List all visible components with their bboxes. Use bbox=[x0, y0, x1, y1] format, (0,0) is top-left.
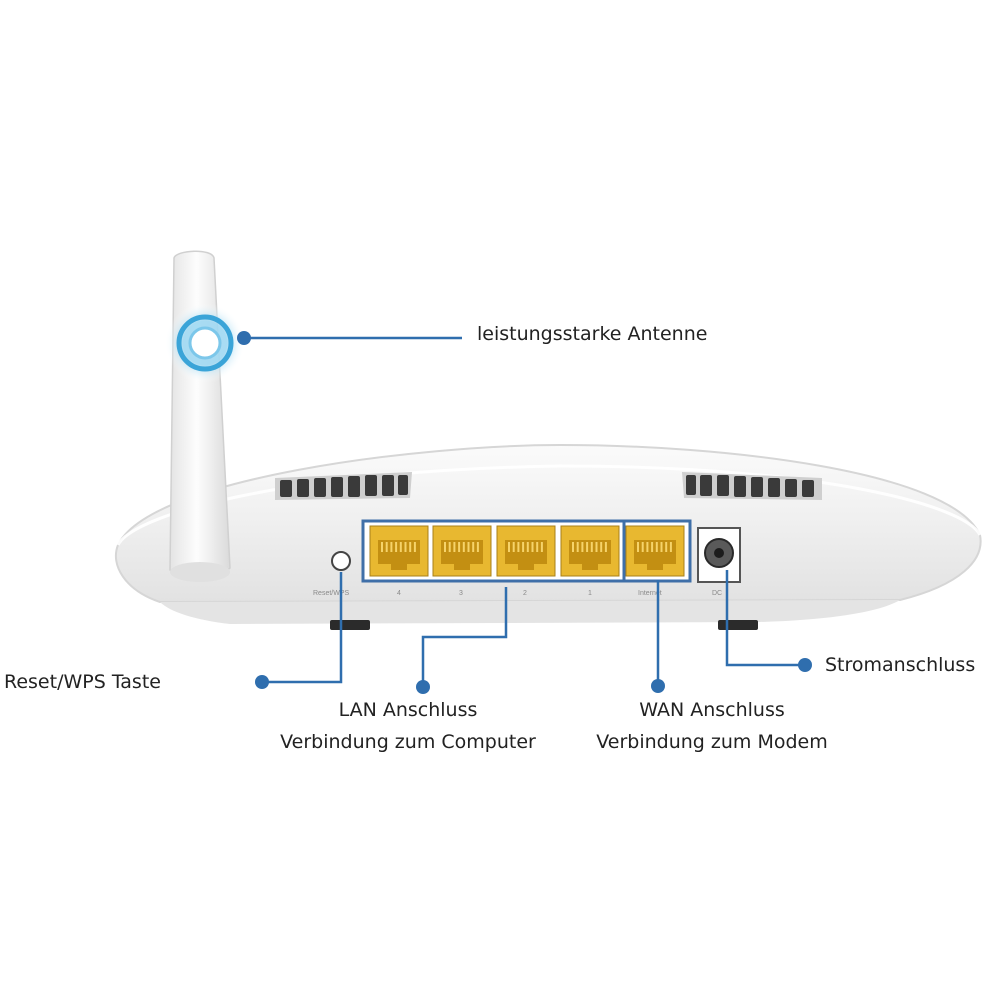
router-foot-left bbox=[330, 620, 370, 630]
wan-leader-dot bbox=[651, 679, 665, 693]
wan-port[interactable] bbox=[625, 525, 685, 577]
lan-port-1[interactable] bbox=[560, 525, 620, 577]
reset-leader-dot bbox=[255, 675, 269, 689]
power-port-label: DC bbox=[712, 590, 722, 597]
antenna-callout: leistungsstarke Antenne bbox=[477, 323, 708, 345]
wan-callout: WAN Anschluss Verbindung zum Modem bbox=[562, 694, 862, 758]
lan-port-1-label: 1 bbox=[588, 590, 592, 597]
lan-port-2[interactable] bbox=[496, 525, 556, 577]
power-leader bbox=[725, 570, 805, 667]
lan-port-2-label: 2 bbox=[523, 590, 527, 597]
wan-callout-desc: Verbindung zum Modem bbox=[596, 731, 828, 753]
lan-leader bbox=[421, 587, 508, 687]
router-foot-right bbox=[718, 620, 758, 630]
wan-port-label: Internet bbox=[638, 590, 662, 597]
antenna bbox=[169, 250, 231, 582]
power-jack[interactable] bbox=[697, 527, 741, 583]
power-callout: Stromanschluss bbox=[825, 654, 976, 676]
wan-callout-title: WAN Anschluss bbox=[639, 699, 785, 721]
lan-port-3[interactable] bbox=[432, 525, 492, 577]
vent-right bbox=[682, 472, 822, 500]
lan-leader-dot bbox=[416, 680, 430, 694]
reset-port-label: Reset/WPS bbox=[313, 590, 350, 597]
reset-callout: Reset/WPS Taste bbox=[4, 671, 161, 693]
power-leader-dot bbox=[798, 658, 812, 672]
lan-callout: LAN Anschluss Verbindung zum Computer bbox=[258, 694, 558, 758]
lan-callout-title: LAN Anschluss bbox=[338, 699, 478, 721]
reset-leader bbox=[262, 572, 343, 684]
lan-port-4[interactable] bbox=[369, 525, 429, 577]
vent-left bbox=[275, 472, 412, 500]
antenna-highlight-icon bbox=[165, 303, 245, 383]
lan-callout-desc: Verbindung zum Computer bbox=[280, 731, 536, 753]
reset-wps-button[interactable] bbox=[331, 551, 351, 571]
antenna-leader-dot bbox=[237, 331, 251, 345]
lan-port-4-label: 4 bbox=[397, 590, 401, 597]
lan-port-3-label: 3 bbox=[459, 590, 463, 597]
